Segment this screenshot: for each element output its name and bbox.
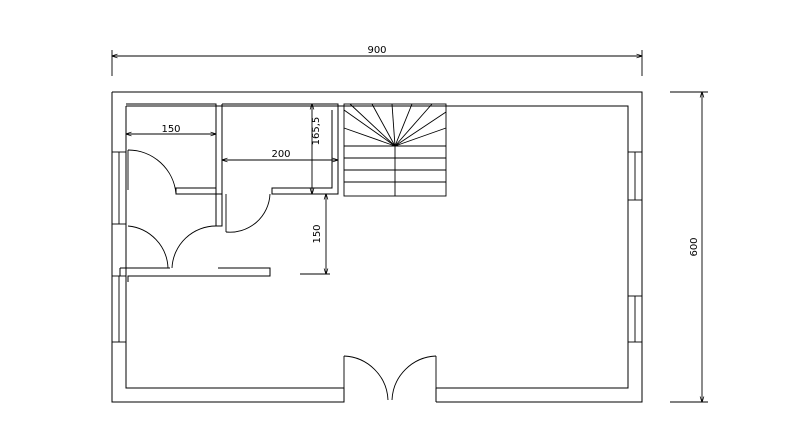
inner-walls: [119, 103, 339, 282]
windows: [111, 151, 643, 343]
dim-label-corridor: 150: [312, 224, 323, 243]
dim-label-room1: 150: [161, 124, 180, 135]
dim-label-room2: 200: [271, 149, 290, 160]
outer-walls: [111, 91, 643, 403]
dimensions: 900 600 150 200 165,5 150: [112, 45, 708, 402]
dim-label-room2-depth: 165,5: [311, 117, 322, 146]
dim-label-600: 600: [689, 237, 700, 256]
door-swing-room2: [225, 193, 271, 233]
doors: [127, 149, 437, 402]
entrance-door-right: [391, 355, 437, 401]
dim-label-900: 900: [367, 45, 386, 56]
door-swing-room1: [127, 149, 177, 195]
staircase: [343, 103, 447, 197]
entrance-door-left: [343, 355, 389, 401]
door-swing-corridor-left: [127, 225, 169, 269]
door-swing-corridor-right: [171, 225, 217, 269]
